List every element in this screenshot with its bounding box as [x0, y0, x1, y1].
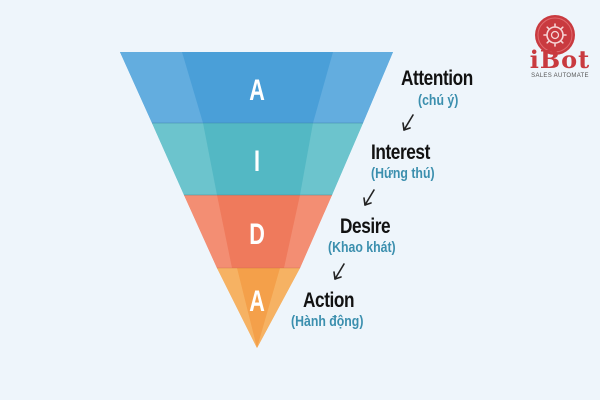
arrow-down-left-icon	[402, 114, 414, 131]
funnel-letter-interest: I	[253, 145, 261, 178]
stage-title-attention: Attention	[401, 67, 473, 90]
arrow-down-left-icon	[363, 189, 375, 206]
arrow-down-left-icon	[333, 263, 345, 280]
funnel-band-interest	[152, 123, 363, 195]
brand-tagline: SALES AUTOMATE	[531, 73, 589, 79]
brand-name: iBot	[529, 45, 591, 74]
stage-subtitle-action: (Hành động)	[291, 313, 364, 330]
stage-subtitle-desire: (Khao khát)	[328, 239, 396, 256]
brand-logo	[535, 15, 575, 55]
funnel-letter-desire: D	[249, 218, 265, 251]
gear-circle-icon	[535, 15, 575, 55]
stage-title-action: Action	[303, 289, 355, 312]
funnel-letter-attention: A	[249, 74, 265, 107]
funnel-band-action	[217, 268, 300, 348]
stage-title-desire: Desire	[340, 215, 391, 238]
funnel-band-attention	[120, 52, 393, 123]
stage-title-interest: Interest	[371, 141, 430, 164]
stage-subtitle-interest: (Hứng thú)	[371, 165, 435, 182]
funnel-letter-action: A	[249, 285, 265, 318]
funnel-band-desire	[184, 195, 332, 268]
stage-subtitle-attention: (chú ý)	[418, 92, 459, 109]
